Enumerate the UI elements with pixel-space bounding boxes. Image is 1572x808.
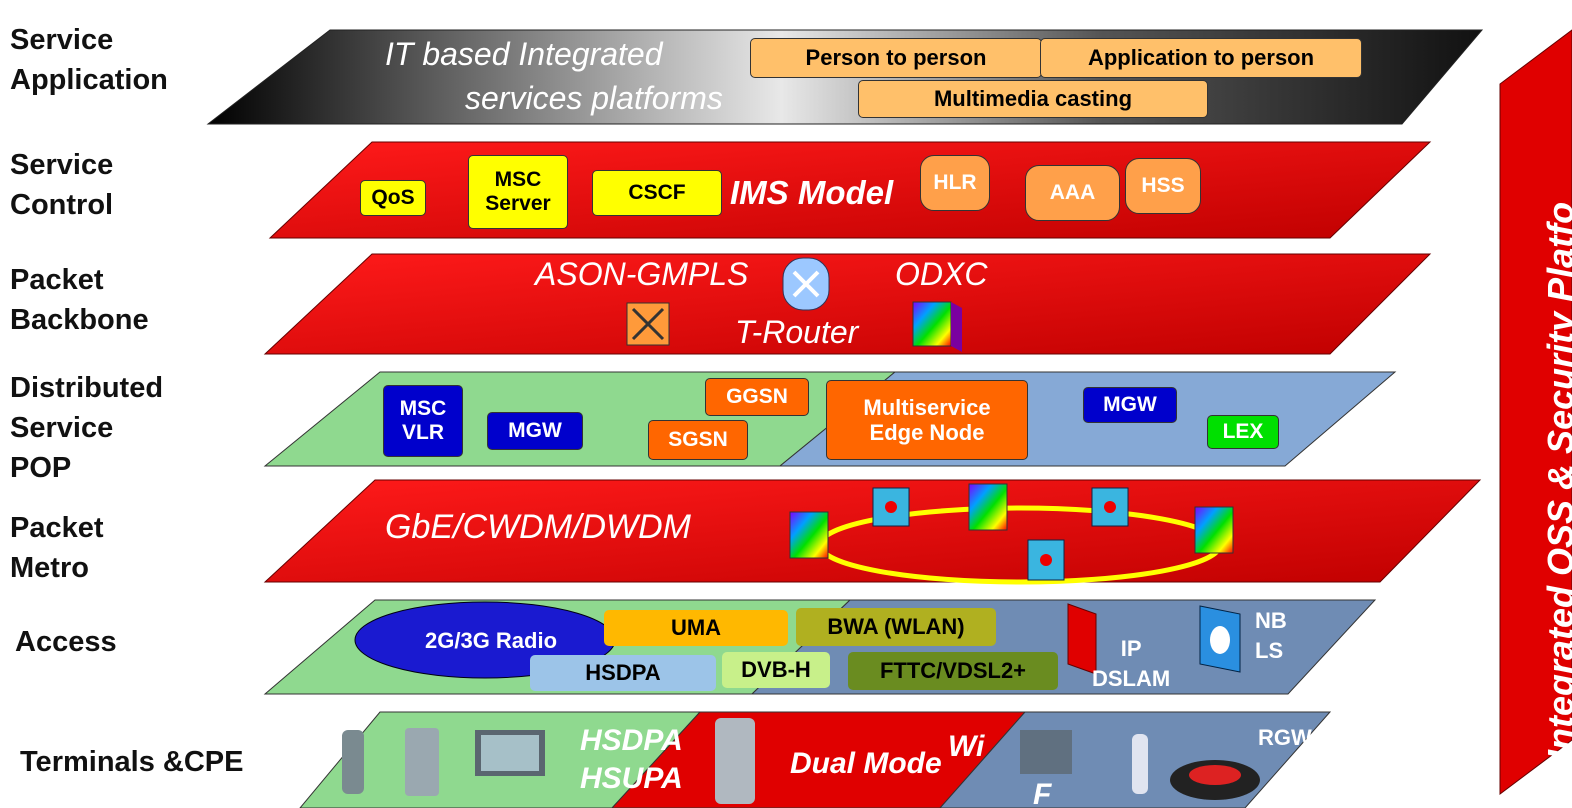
msc-vlr-box: MSC VLR bbox=[383, 385, 463, 457]
radio-text: 2G/3G Radio bbox=[425, 628, 558, 653]
layer-label-distributed-pop: Distributed Service POP bbox=[10, 372, 164, 484]
aaa-database: AAA bbox=[1025, 165, 1120, 221]
lex-box: LEX bbox=[1207, 415, 1279, 449]
ggsn-box: GGSN bbox=[705, 378, 809, 416]
hsdpa-box: HSDPA bbox=[530, 655, 716, 691]
firewall-icon bbox=[1067, 603, 1097, 675]
hss-database: HSS bbox=[1125, 158, 1201, 214]
t-router-text: T-Router bbox=[735, 314, 859, 350]
laptop-icon-2 bbox=[1020, 730, 1072, 774]
mgw-right-box: MGW bbox=[1083, 387, 1177, 423]
uma-box: UMA bbox=[604, 610, 788, 646]
ims-model-text: IMS Model bbox=[730, 174, 894, 211]
plane-packet-metro bbox=[263, 479, 1482, 583]
platform-text-line1: IT based Integrated bbox=[385, 36, 663, 72]
wi-text: Wi bbox=[948, 730, 985, 763]
ason-gmpls-text: ASON-GMPLS bbox=[535, 256, 749, 292]
mgw-left-box: MGW bbox=[487, 412, 583, 450]
hsdpa-hsupa-text: HSDPA HSUPA bbox=[580, 724, 683, 795]
nb-ls-text: NB LS bbox=[1255, 608, 1287, 663]
layer-label-packet-metro: Packet Metro bbox=[10, 512, 104, 584]
layer-label-service-control: Service Control bbox=[10, 149, 114, 221]
platform-text-line2: services platforms bbox=[465, 80, 723, 116]
f-text: F bbox=[1033, 778, 1052, 808]
fttc-vdsl2-box: FTTC/VDSL2+ bbox=[848, 652, 1058, 690]
plane-packet-backbone bbox=[263, 253, 1432, 355]
metro-node-icon-1 bbox=[789, 511, 829, 559]
rgw-text: RGW bbox=[1258, 725, 1312, 750]
sgsn-box: SGSN bbox=[648, 420, 748, 460]
cordless-phone-icon bbox=[1132, 734, 1148, 794]
cscf-box: CSCF bbox=[592, 170, 722, 216]
application-to-person-box: Application to person bbox=[1040, 38, 1362, 78]
dual-mode-text: Dual Mode bbox=[790, 747, 942, 780]
odxc-text: ODXC bbox=[895, 256, 988, 292]
dvb-h-box: DVB-H bbox=[722, 652, 830, 688]
gbe-cwdm-dwdm-text: GbE/CWDM/DWDM bbox=[385, 508, 691, 546]
metro-node-icon-2 bbox=[968, 483, 1008, 531]
hlr-database: HLR bbox=[920, 155, 990, 211]
pda-icon bbox=[405, 728, 439, 796]
odxc-cube-icon bbox=[912, 301, 952, 347]
person-to-person-box: Person to person bbox=[750, 38, 1042, 78]
bwa-wlan-box: BWA (WLAN) bbox=[796, 608, 996, 646]
layer-label-terminals: Terminals &CPE bbox=[20, 746, 244, 778]
side-banner-text: Integrated OSS & Security Platfo bbox=[1540, 201, 1572, 760]
qos-box: QoS bbox=[360, 180, 426, 216]
layer-label-packet-backbone: Packet Backbone bbox=[10, 264, 149, 336]
layer-label-access: Access bbox=[15, 626, 117, 658]
metro-node-icon-3 bbox=[1194, 506, 1234, 554]
layer-label-service-application: Service Application bbox=[10, 24, 168, 96]
side-banner-shape bbox=[1499, 29, 1572, 795]
msc-server-box: MSC Server bbox=[468, 155, 568, 229]
mobile-phone-icon bbox=[342, 730, 364, 794]
ip-dslam-text: IP DSLAM bbox=[1092, 636, 1171, 691]
multiservice-edge-node-box: Multiservice Edge Node bbox=[826, 380, 1028, 460]
multimedia-casting-box: Multimedia casting bbox=[858, 80, 1208, 118]
smartphone-icon bbox=[715, 718, 755, 804]
